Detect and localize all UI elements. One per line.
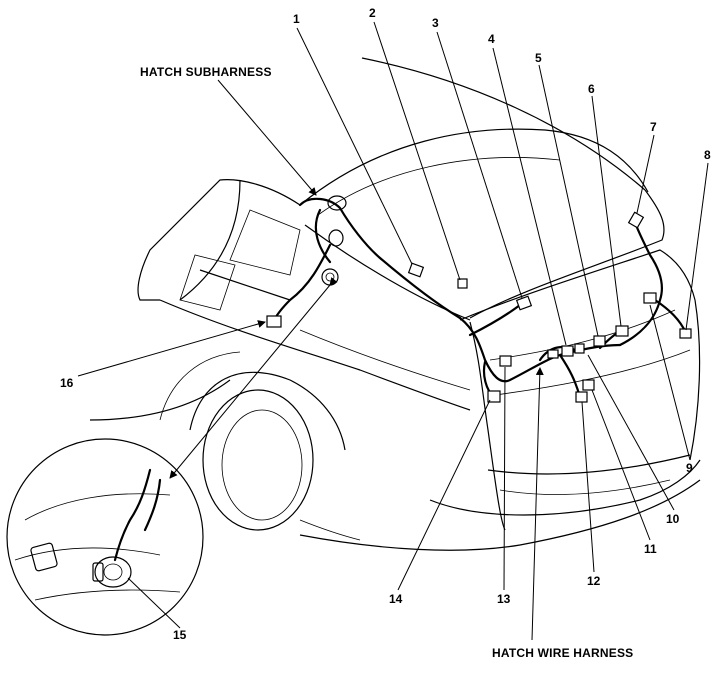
callout-9: 9 [686, 461, 693, 475]
callout-10: 10 [666, 512, 680, 526]
callout-8: 8 [704, 148, 711, 162]
connectors [266, 211, 692, 403]
callout-6: 6 [588, 82, 595, 96]
callout-3: 3 [432, 16, 439, 30]
callout-11: 11 [644, 542, 657, 556]
detail-inset [6, 277, 338, 636]
hatch-subharness-label: HATCH SUBHARNESS [140, 65, 272, 79]
callout-15: 15 [173, 628, 187, 642]
callout-2: 2 [369, 6, 376, 20]
callout-4: 4 [488, 32, 495, 46]
callout-7: 7 [650, 120, 657, 134]
callout-5: 5 [535, 51, 542, 65]
callout-13: 13 [497, 592, 511, 606]
hatch-wire-harness [458, 223, 688, 399]
callout-1: 1 [293, 12, 300, 26]
callout-12: 12 [587, 574, 601, 588]
callout-14: 14 [389, 592, 403, 606]
hatch-wire-harness-label: HATCH WIRE HARNESS [492, 646, 634, 660]
callout-16: 16 [60, 376, 74, 390]
